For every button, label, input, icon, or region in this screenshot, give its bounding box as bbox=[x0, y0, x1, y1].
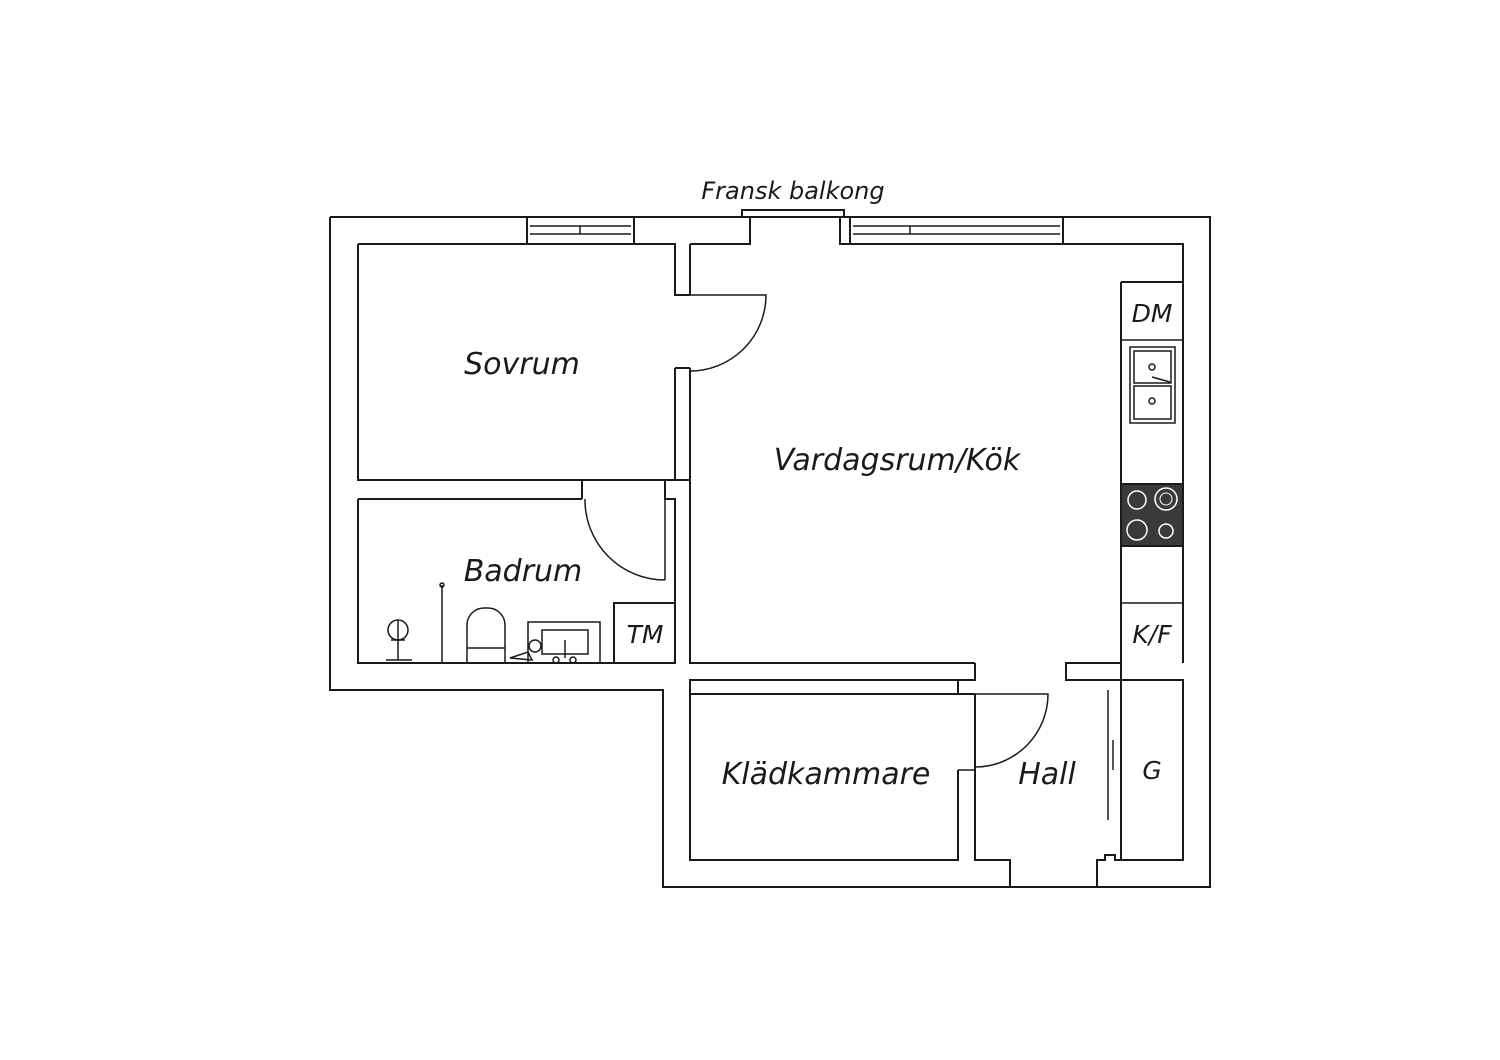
sovrum-door bbox=[689, 294, 767, 372]
garderob bbox=[1120, 679, 1184, 861]
room-label-hall: Hall bbox=[1018, 757, 1076, 792]
tm-cabinet bbox=[613, 602, 676, 664]
window-living bbox=[849, 216, 1064, 245]
kladkammare-wall bbox=[689, 679, 959, 861]
room-label-vardagsrum-kok: Vardagsrum/Kök bbox=[774, 443, 1022, 478]
shower-icon bbox=[386, 619, 412, 661]
shower-rod-icon bbox=[439, 582, 445, 663]
kitchen-counter bbox=[1120, 281, 1183, 663]
living-top-wall bbox=[689, 217, 1184, 664]
stove-icon bbox=[1120, 483, 1184, 547]
sink-icon bbox=[509, 621, 601, 664]
toilet-icon bbox=[466, 607, 506, 663]
outer-walls bbox=[329, 216, 1211, 888]
room-label-badrum: Badrum bbox=[464, 554, 583, 589]
lower-wall bbox=[957, 662, 1122, 695]
balcony-label: Fransk balkong bbox=[701, 177, 884, 205]
label-g: G bbox=[1142, 756, 1161, 785]
french-balcony bbox=[741, 209, 845, 218]
room-label-kladkammare: Klädkammare bbox=[722, 757, 931, 792]
badrum-door bbox=[584, 498, 666, 581]
window-sovrum bbox=[526, 216, 635, 245]
kitchen-sink-icon bbox=[1129, 346, 1176, 424]
hall-wall bbox=[974, 694, 1121, 887]
label-kf: K/F bbox=[1132, 620, 1172, 649]
badrum-wall bbox=[357, 479, 690, 664]
label-tm: TM bbox=[627, 620, 664, 649]
kladkammare-door bbox=[974, 693, 1049, 768]
label-dm: DM bbox=[1132, 299, 1173, 328]
room-label-sovrum: Sovrum bbox=[464, 347, 580, 382]
